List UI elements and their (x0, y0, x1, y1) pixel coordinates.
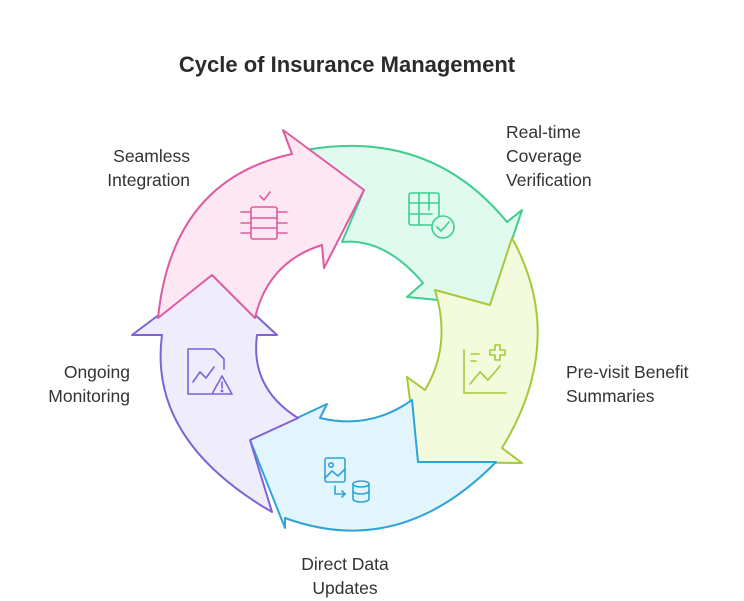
diagram-title: Cycle of Insurance Management (178, 52, 516, 77)
segment-seamless-integration (157, 129, 365, 319)
label-seamless-integration: Seamless Integration (70, 144, 190, 192)
stage-label-line: Real-time (506, 122, 581, 142)
stage-label-line: Integration (107, 170, 190, 190)
label-ongoing-monitoring: Ongoing Monitoring (20, 360, 130, 408)
stage-label-line: Direct Data (301, 554, 389, 574)
stage-label-line: Summaries (566, 386, 655, 406)
stage-label-line: Seamless (113, 146, 190, 166)
stage-label-line: Updates (312, 578, 378, 598)
chart-warning-icon (187, 348, 233, 395)
label-real-time-coverage-verification: Real-time Coverage Verification (506, 120, 592, 192)
stage-label-line: Pre-visit Benefit (566, 362, 689, 382)
label-pre-visit-benefit-summaries: Pre-visit Benefit Summaries (566, 360, 689, 408)
label-direct-data-updates: Direct Data Updates (285, 552, 405, 600)
stage-label-line: Monitoring (48, 386, 130, 406)
stage-label-line: Coverage (506, 146, 582, 166)
stage-label-line: Verification (506, 170, 592, 190)
segment-direct-data-updates (249, 399, 497, 532)
chart-plus-icon (463, 344, 507, 394)
server-check-icon (240, 191, 288, 240)
grid-check-icon (408, 192, 455, 239)
stage-label-line: Ongoing (63, 362, 130, 382)
image-to-database-icon (324, 457, 370, 503)
segment-pre-visit-benefit-summaries (406, 237, 539, 464)
